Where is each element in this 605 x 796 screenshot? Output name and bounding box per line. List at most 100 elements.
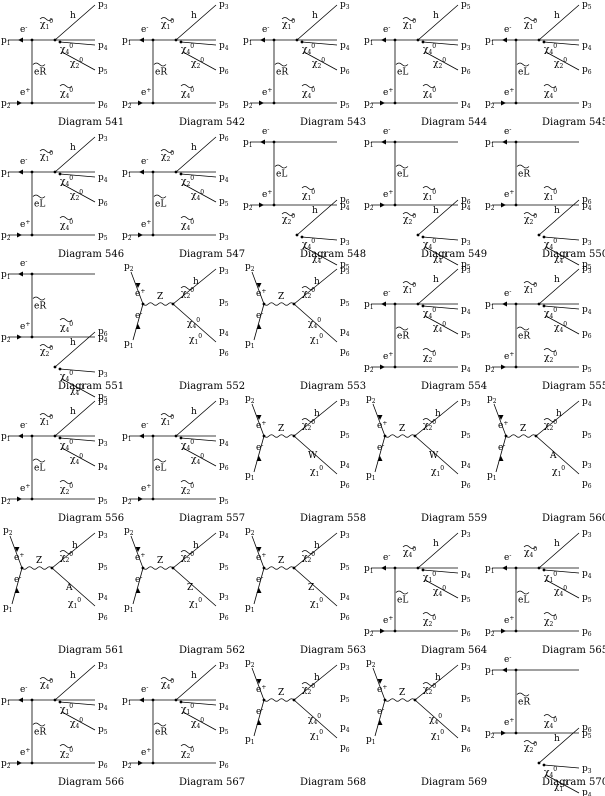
diagram-caption: Diagram 557 xyxy=(179,513,245,524)
vertex-decay xyxy=(537,566,541,570)
arrow-bottom xyxy=(138,100,143,106)
diagram-caption: Diagram 561 xyxy=(58,645,124,656)
vertex-decay-2 xyxy=(58,367,62,371)
label-z: Z xyxy=(520,424,526,434)
vertex-bottom xyxy=(151,101,155,105)
arrow-top xyxy=(139,697,144,703)
decay-line-1 xyxy=(180,701,217,706)
vertex-decay-2 xyxy=(58,700,62,704)
label-electron: e- xyxy=(383,552,390,563)
arrow-bottom xyxy=(17,760,22,766)
label-higgs: h xyxy=(70,143,76,153)
label-left-top: p1 xyxy=(485,564,495,575)
label-p-in-bottom: p1 xyxy=(245,339,255,350)
label-chi-bottom: χ10 xyxy=(310,597,323,610)
label-left-top: p1 xyxy=(1,168,11,179)
vertex-decay-2 xyxy=(421,40,425,44)
fermion-in-2 xyxy=(374,699,386,737)
vertex-in xyxy=(383,698,387,702)
label-higgs: h xyxy=(193,541,199,551)
label-electron: e- xyxy=(14,574,21,585)
label-left-bottom: p2 xyxy=(1,99,11,110)
tilde-propagator xyxy=(395,164,409,169)
arrow-bottom xyxy=(17,100,22,106)
label-higgs: h xyxy=(314,409,320,419)
label-decay-mediator: χ40 xyxy=(187,317,200,330)
vertex-decay-2 xyxy=(300,40,304,44)
diagram-caption: Diagram 560 xyxy=(542,513,605,524)
label-p-3: p5 xyxy=(340,99,350,110)
label-chi-bottom: χ10 xyxy=(431,729,444,742)
label-p-in-bottom: p1 xyxy=(245,471,255,482)
diagram-caption: Diagram 569 xyxy=(421,777,487,788)
higgs-line xyxy=(538,727,580,764)
label-p-top: p4 xyxy=(582,397,592,408)
vertex-decay-2 xyxy=(179,40,183,44)
tilde-propagator xyxy=(153,194,167,199)
label-p-mid: p5 xyxy=(98,561,108,572)
label-chi-bottom: χ40 xyxy=(181,219,194,232)
label-propagator: eL xyxy=(276,170,287,180)
fermion-in-1 xyxy=(130,535,144,569)
decay-line-1 xyxy=(59,41,96,46)
diagram-caption: Diagram 541 xyxy=(58,117,124,128)
label-chi-bottom: χ20 xyxy=(60,747,73,760)
label-electron: e- xyxy=(377,442,384,453)
tilde-chi-top xyxy=(523,212,537,216)
label-p-mid: p5 xyxy=(219,297,229,308)
arrow-bottom xyxy=(380,628,385,634)
tilde-chi-bottom xyxy=(180,744,194,748)
label-p-3: p4 xyxy=(461,99,471,110)
vertex-bottom xyxy=(514,203,518,207)
label-p-top: p6 xyxy=(582,195,592,206)
label-p-3: p5 xyxy=(582,729,592,740)
label-propagator: eL xyxy=(155,200,166,210)
arrow-in-1 xyxy=(14,547,20,552)
vertex-decay xyxy=(53,434,57,438)
diagram-caption: Diagram 564 xyxy=(421,645,487,656)
arrow-top xyxy=(18,697,23,703)
decay-line-1 xyxy=(422,41,459,46)
label-p-2: p5 xyxy=(98,725,108,736)
label-p-in-bottom: p1 xyxy=(124,603,134,614)
fermion-in-1 xyxy=(130,271,144,305)
label-p-top: p3 xyxy=(582,528,592,539)
label-p-1: p4 xyxy=(98,701,108,712)
label-positron: e+ xyxy=(504,87,514,98)
label-p-in-top: p2 xyxy=(245,526,255,537)
label-chi-decay-1: χ40 xyxy=(60,43,73,56)
tilde-chi-bottom xyxy=(543,84,557,88)
label-decay-mediator: Z xyxy=(308,583,314,593)
diagram-caption: Diagram 553 xyxy=(300,381,366,392)
fermion-in-1 xyxy=(251,403,265,437)
higgs-line xyxy=(175,136,217,173)
label-p-mid: p5 xyxy=(219,561,229,572)
tilde-propagator xyxy=(516,164,530,169)
label-chi-decay-1: χ40 xyxy=(60,439,73,452)
label-p-top: p3 xyxy=(219,396,229,407)
vertex-decay xyxy=(53,170,57,174)
vertex-in xyxy=(20,566,24,570)
label-z: Z xyxy=(157,292,163,302)
vertex-bottom xyxy=(514,731,518,735)
decay-line-2 xyxy=(424,51,459,71)
vertex-decay xyxy=(537,38,541,42)
tilde-propagator xyxy=(516,326,530,331)
label-higgs: h xyxy=(191,407,197,417)
higgs-line xyxy=(54,331,96,368)
decay-line-1 xyxy=(422,236,459,241)
vertex-top xyxy=(514,302,518,306)
tilde-chi-top xyxy=(523,545,537,549)
label-p-2: p6 xyxy=(340,65,350,76)
label-electron: e- xyxy=(141,684,148,695)
tilde-chi-top xyxy=(281,212,295,216)
label-p-2: p5 xyxy=(582,593,592,604)
label-left-bottom: p2 xyxy=(364,627,374,638)
decay-line-2 xyxy=(303,51,338,71)
chi-line xyxy=(293,303,338,343)
